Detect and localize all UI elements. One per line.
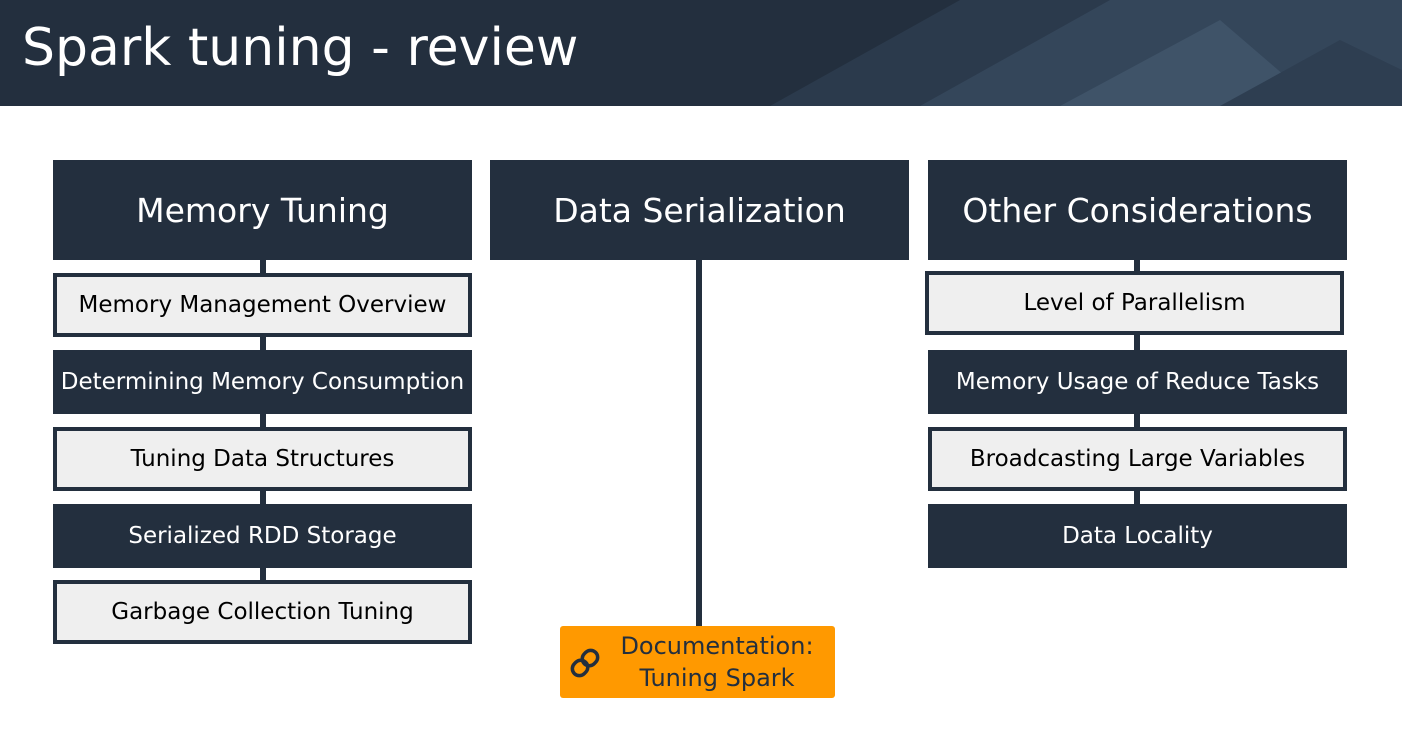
connector-memory	[260, 258, 266, 583]
item-determining-memory-consumption: Determining Memory Consumption	[53, 350, 472, 414]
heading-data-serialization: Data Serialization	[490, 160, 909, 260]
page-title: Spark tuning - review	[22, 18, 579, 78]
header-decoration	[770, 0, 1402, 106]
item-serialized-rdd-storage: Serialized RDD Storage	[53, 504, 472, 568]
documentation-link-line1: Documentation:	[620, 632, 814, 660]
heading-other-considerations: Other Considerations	[928, 160, 1347, 260]
item-tuning-data-structures: Tuning Data Structures	[53, 427, 472, 491]
heading-memory-tuning: Memory Tuning	[53, 160, 472, 260]
item-broadcasting-large-variables: Broadcasting Large Variables	[928, 427, 1347, 491]
documentation-link-line2: Tuning Spark	[639, 664, 795, 692]
connector-serialization	[696, 258, 702, 628]
documentation-link-button[interactable]: Documentation: Tuning Spark	[560, 626, 835, 698]
item-memory-usage-reduce-tasks: Memory Usage of Reduce Tasks	[928, 350, 1347, 414]
item-level-of-parallelism: Level of Parallelism	[925, 271, 1344, 335]
link-icon	[570, 648, 600, 678]
header-banner: Spark tuning - review	[0, 0, 1402, 106]
item-memory-management-overview: Memory Management Overview	[53, 273, 472, 337]
documentation-link-label: Documentation: Tuning Spark	[604, 630, 830, 694]
item-garbage-collection-tuning: Garbage Collection Tuning	[53, 580, 472, 644]
item-data-locality: Data Locality	[928, 504, 1347, 568]
